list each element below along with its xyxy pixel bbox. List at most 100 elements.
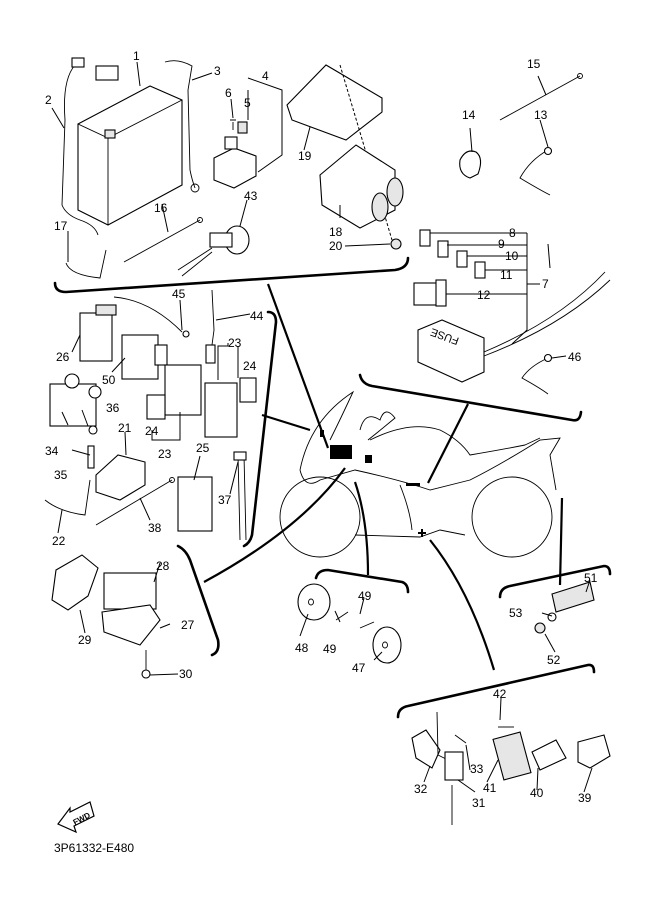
- grommet-20: [390, 238, 402, 250]
- callout-44: 44: [250, 309, 264, 323]
- callout-41: 41: [483, 781, 497, 795]
- callout-6: 6: [225, 86, 232, 100]
- bike-marker-cross: [418, 529, 426, 537]
- callout-9: 9: [498, 237, 505, 251]
- connector-24b: [239, 377, 257, 403]
- pointer-battery: [266, 283, 330, 449]
- fuse-8: [419, 229, 431, 247]
- switch-31: [444, 751, 464, 825]
- pointer-fuse: [427, 403, 469, 484]
- callout-labels: 1 2 3 4 5 6 7 8 9 10 11 12 13 14 15 16 1…: [45, 49, 598, 810]
- callout-45: 45: [172, 287, 186, 301]
- battery-cable: [164, 60, 196, 189]
- callout-53: 53: [509, 606, 523, 620]
- callout-49a: 49: [358, 589, 372, 603]
- reflector-51: [551, 581, 595, 613]
- callout-4: 4: [262, 69, 269, 83]
- callout-18: 18: [329, 225, 343, 239]
- callout-49b: 49: [323, 642, 337, 656]
- holder-28: [103, 572, 157, 610]
- bracket-40: [531, 739, 567, 771]
- nut-52: [534, 622, 546, 634]
- callout-25: 25: [196, 441, 210, 455]
- pointer-relays: [261, 413, 311, 432]
- bike-component-marker-tiny: [320, 430, 324, 437]
- callout-46: 46: [568, 350, 582, 364]
- relay-25: [177, 476, 213, 532]
- callout-2: 2: [45, 93, 52, 107]
- callout-22: 22: [52, 534, 66, 548]
- wire-harness: [483, 271, 611, 357]
- relay-23b: [204, 382, 238, 438]
- callout-36: 36: [106, 401, 120, 415]
- cable-tie-15: [499, 75, 581, 121]
- cable-tie-45: [113, 296, 183, 333]
- callout-28: 28: [156, 559, 170, 573]
- callout-11: 11: [500, 268, 513, 282]
- washer-53: [547, 612, 557, 622]
- group-bracket-battery: [53, 256, 410, 294]
- fuse-9: [437, 240, 449, 258]
- starter-socket: [177, 225, 250, 277]
- callout-23b: 23: [158, 447, 172, 461]
- clamp-17: [65, 249, 107, 279]
- callout-8: 8: [509, 226, 516, 240]
- relay-26: [79, 304, 117, 362]
- callout-26: 26: [56, 350, 70, 364]
- callout-24a: 24: [145, 424, 159, 438]
- callout-50: 50: [102, 373, 116, 387]
- bracket-27: [101, 604, 161, 646]
- battery-harness: [61, 64, 99, 236]
- group-bracket-horn: [314, 568, 410, 594]
- callout-14: 14: [462, 108, 476, 122]
- group-bracket-fuse: [358, 373, 583, 422]
- cover-41: [492, 731, 532, 781]
- callout-16: 16: [154, 201, 168, 215]
- flasher-relay-21: [95, 454, 146, 501]
- callout-23a: 23: [228, 336, 242, 350]
- callout-51: 51: [584, 571, 598, 585]
- group-bracket-reflector: [498, 564, 612, 599]
- callout-19: 19: [298, 149, 312, 163]
- fuse-10: [456, 250, 468, 268]
- cable-tie-38: [95, 479, 173, 526]
- callout-10: 10: [505, 249, 519, 263]
- callout-31: 31: [472, 796, 486, 810]
- callout-30: 30: [179, 667, 193, 681]
- pointer-switch: [429, 539, 496, 671]
- cable-tie-16: [123, 219, 201, 263]
- washer-36: [88, 425, 98, 435]
- pointer-horn: [353, 481, 370, 576]
- fuse-box: FUSE: [417, 319, 485, 383]
- callout-34: 34: [45, 444, 59, 458]
- callout-17: 17: [54, 219, 68, 233]
- group-bracket-starter: [176, 544, 220, 657]
- cable-tie-37: [237, 454, 247, 541]
- relay-50: [121, 334, 168, 380]
- callout-39: 39: [578, 791, 592, 805]
- callout-40: 40: [530, 786, 544, 800]
- bike-component-marker: [330, 445, 352, 459]
- callout-42: 42: [493, 687, 507, 701]
- screw-49b: [359, 621, 375, 629]
- callout-32: 32: [414, 782, 428, 796]
- cover-29: [51, 554, 99, 611]
- fuse-11: [474, 261, 486, 279]
- leader-lines: [51, 61, 593, 793]
- bracket-32: [411, 729, 441, 769]
- clamp-46: [521, 357, 549, 395]
- callout-5: 5: [244, 96, 251, 110]
- callout-24b: 24: [243, 359, 257, 373]
- pointer-starter: [203, 467, 346, 583]
- motorcycle-outline: [279, 390, 561, 558]
- callout-29: 29: [78, 633, 92, 647]
- callout-38: 38: [148, 521, 162, 535]
- clamp-14: [459, 150, 482, 179]
- callout-48: 48: [295, 641, 309, 655]
- bike-component-marker-tiny2: [406, 483, 420, 486]
- callout-27: 27: [181, 618, 195, 632]
- connector-24a: [146, 394, 166, 420]
- bike-component-marker-small: [365, 455, 372, 463]
- lead-22: [44, 479, 91, 516]
